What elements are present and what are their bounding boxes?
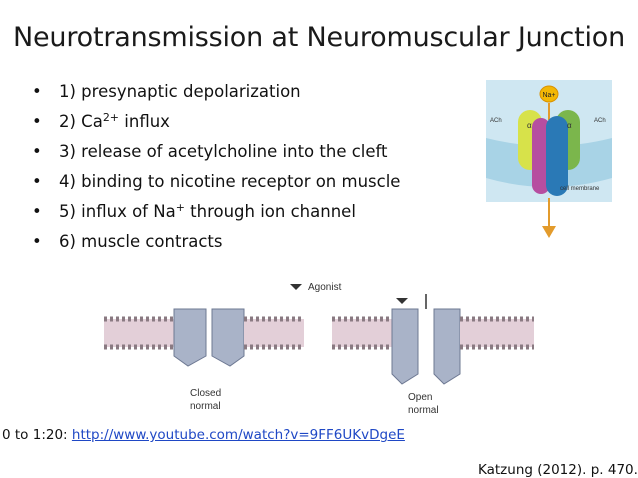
bullet-text: 1) presynaptic depolarization — [59, 82, 301, 101]
bullet-list: • 1) presynaptic depolarization • 2) Ca2+ … — [32, 80, 400, 260]
video-link-line: 0 to 1:20: http://www.youtube.com/watch?… — [2, 427, 405, 443]
open-channel-protein-left — [391, 308, 419, 385]
closed-channel: Closed normal — [104, 308, 304, 412]
membrane-center — [332, 316, 392, 350]
agonist-legend-label: Agonist — [308, 282, 342, 293]
nicotinic-receptor-figure: Na+ α α ACh ACh cell membrane — [486, 80, 612, 238]
citation: Katzung (2012). p. 470. — [478, 462, 638, 478]
bullet-dot: • — [32, 172, 42, 191]
agonist-legend-icon — [290, 284, 302, 290]
bullet-text: 5) influx of Na — [59, 202, 176, 221]
closed-normal-label: normal — [190, 401, 221, 412]
alpha-label-left: α — [527, 121, 532, 130]
ach-label-right: ACh — [594, 118, 606, 124]
bullet-text: influx — [119, 112, 170, 131]
channel-protein-right — [211, 308, 245, 367]
membrane-label: cell membrane — [560, 186, 600, 192]
bullet-text: 6) muscle contracts — [59, 232, 223, 251]
bullet-item: • 5) influx of Na+ through ion channel — [32, 200, 400, 230]
ach-label-left: ACh — [490, 118, 502, 124]
bullet-item: • 2) Ca2+ influx — [32, 110, 400, 140]
membrane-middle — [244, 316, 304, 350]
subunit-center-left — [532, 118, 550, 194]
closed-label: Closed — [190, 388, 221, 399]
bullet-item: • 3) release of acetylcholine into the cl… — [32, 140, 400, 170]
alpha-label-right: α — [567, 121, 572, 130]
sodium-ion-icon — [539, 85, 559, 103]
bullet-dot: • — [32, 202, 42, 221]
bullet-item: • 6) muscle contracts — [32, 230, 400, 260]
ion-label: Na+ — [542, 92, 555, 99]
bullet-item: • 1) presynaptic depolarization — [32, 80, 400, 110]
open-label: Open — [408, 392, 432, 403]
membrane-left — [104, 316, 174, 350]
ion-channel-figure: Agonist Closed normal O — [104, 264, 534, 424]
bullet-dot: • — [32, 232, 42, 251]
superscript: + — [175, 201, 185, 214]
bullet-text: through ion channel — [184, 202, 356, 221]
membrane-right — [460, 316, 534, 350]
bullet-text: 3) release of acetylcholine into the cle… — [59, 142, 388, 161]
subunit-center-right — [546, 116, 568, 196]
open-normal-label: normal — [408, 405, 439, 416]
down-arrow-icon — [542, 226, 556, 238]
youtube-link[interactable]: http://www.youtube.com/watch?v=9FF6UKvDg… — [71, 427, 405, 443]
bullet-text: 4) binding to nicotine receptor on muscl… — [59, 172, 401, 191]
open-channel-protein-right — [433, 308, 461, 385]
link-prefix: 0 to 1:20: — [2, 427, 72, 443]
open-channel: Open normal — [332, 294, 534, 416]
bound-agonist-icon — [396, 298, 408, 304]
bullet-item: • 4) binding to nicotine receptor on musc… — [32, 170, 400, 200]
channel-protein-left — [173, 308, 207, 367]
slide-title: Neurotransmission at Neuromuscular Junct… — [13, 22, 625, 53]
bullet-dot: • — [32, 112, 42, 131]
bullet-dot: • — [32, 82, 42, 101]
bullet-dot: • — [32, 142, 42, 161]
bullet-text: 2) Ca — [59, 112, 103, 131]
superscript: 2+ — [102, 111, 120, 124]
